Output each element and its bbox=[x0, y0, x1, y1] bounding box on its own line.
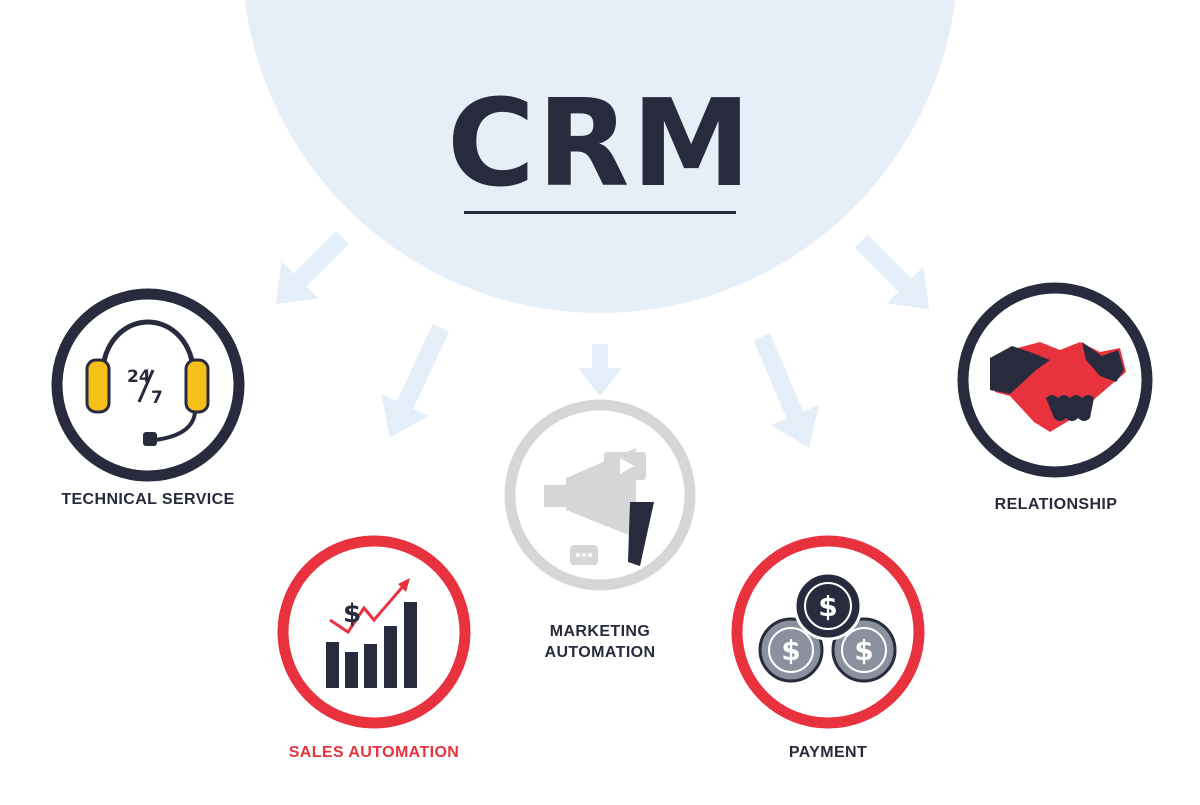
arrow-sales bbox=[381, 324, 450, 438]
arrow-payment bbox=[753, 333, 819, 449]
arrow-technical bbox=[275, 231, 349, 305]
label-technical-service: TECHNICAL SERVICE bbox=[61, 491, 235, 508]
relationship-node bbox=[957, 282, 1153, 478]
coin-dollar-left: $ bbox=[781, 634, 800, 667]
label-marketing-line2: AUTOMATION bbox=[544, 644, 656, 661]
dollar-sign-text: $ bbox=[343, 599, 361, 629]
sales-growth-chart-icon: $ bbox=[326, 578, 417, 688]
label-marketing-automation: MARKETING AUTOMATION bbox=[510, 621, 690, 663]
label-payment: PAYMENT bbox=[788, 744, 868, 761]
sales-automation-node: $ bbox=[277, 535, 471, 729]
technical-service-node: 24 7 bbox=[51, 288, 245, 482]
coin-dollar-top: $ bbox=[818, 590, 837, 623]
coin-dollar-right: $ bbox=[854, 634, 873, 667]
headset-24-text: 24 bbox=[127, 367, 151, 387]
crm-title: CRM bbox=[447, 75, 753, 214]
arrow-relationship bbox=[854, 234, 930, 310]
label-relationship: RELATIONSHIP bbox=[994, 496, 1118, 513]
label-sales-automation: SALES AUTOMATION bbox=[288, 744, 460, 761]
label-marketing-line1: MARKETING bbox=[549, 623, 651, 640]
megaphone-icon bbox=[544, 448, 654, 566]
title-underline bbox=[464, 211, 736, 214]
marketing-automation-node bbox=[504, 399, 696, 591]
handshake-icon bbox=[990, 342, 1126, 432]
headset-24-7-icon: 24 7 bbox=[85, 319, 210, 446]
coins-icon: $ $ $ bbox=[758, 571, 897, 683]
arrows bbox=[275, 231, 930, 449]
headset-7-text: 7 bbox=[151, 388, 163, 408]
crm-bubble bbox=[244, 0, 956, 313]
arrow-marketing bbox=[578, 344, 622, 396]
payment-node: $ $ $ bbox=[731, 535, 925, 729]
sales-automation-ring bbox=[277, 535, 471, 729]
